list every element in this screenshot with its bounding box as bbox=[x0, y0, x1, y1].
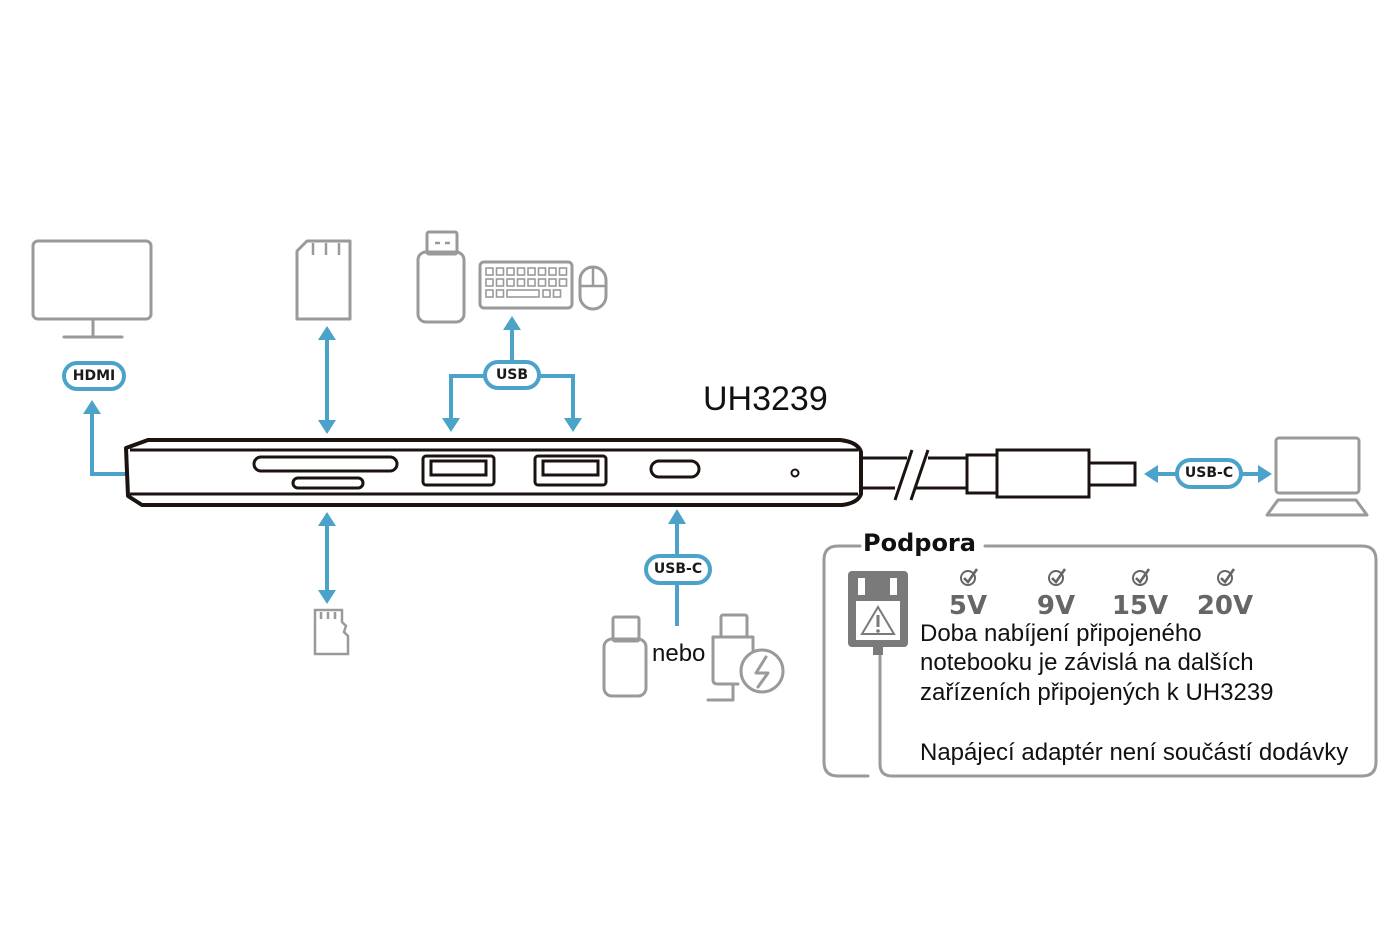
keyboard-key bbox=[527, 267, 536, 276]
voltage-label: 15V bbox=[1112, 591, 1168, 621]
hdmi-badge bbox=[62, 361, 126, 391]
arrow-left-icon bbox=[1144, 465, 1158, 483]
arrow-down-icon bbox=[442, 418, 460, 432]
usb-c-host-badge bbox=[1175, 458, 1243, 489]
lightning-bolt-icon bbox=[754, 655, 770, 689]
support-box: Podpora bbox=[822, 529, 1378, 778]
arrow-up-icon bbox=[318, 512, 336, 526]
warning-icon bbox=[860, 605, 896, 635]
microsd-card-slot bbox=[291, 476, 365, 490]
keyboard-key bbox=[506, 289, 540, 298]
keyboard-key bbox=[516, 278, 526, 287]
adapter-note: Napájecí adaptér není součástí dodávky bbox=[920, 739, 1348, 766]
keyboard-key bbox=[485, 278, 494, 287]
support-note-line-1: Doba nabíjení připojeného bbox=[920, 620, 1202, 647]
keyboard-key bbox=[485, 267, 494, 276]
voltage-label: 20V bbox=[1197, 591, 1253, 621]
sd-card-icon bbox=[295, 239, 352, 321]
support-title: Podpora bbox=[863, 529, 976, 557]
usb-badge bbox=[483, 360, 541, 390]
hdmi-connection: HDMI bbox=[62, 361, 127, 476]
support-note-line-3: zařízeních připojených k UH3239 bbox=[920, 679, 1274, 706]
usb-c-input-connection: USB-C bbox=[644, 509, 712, 626]
monitor-icon bbox=[31, 239, 153, 339]
check-icon bbox=[1132, 568, 1151, 586]
or-label: nebo bbox=[652, 640, 705, 667]
led-indicator bbox=[790, 468, 800, 478]
check-icon bbox=[1048, 568, 1067, 586]
usb-c-host-label: USB-C bbox=[1185, 465, 1233, 481]
voltage-label: 5V bbox=[949, 591, 987, 621]
keyboard-key bbox=[537, 267, 547, 276]
arrow-up-icon bbox=[668, 509, 686, 524]
hdmi-label: HDMI bbox=[73, 368, 115, 384]
check-icon bbox=[1217, 568, 1236, 586]
keyboard-key bbox=[495, 267, 505, 276]
keyboard-key bbox=[527, 278, 536, 287]
power-adapter-icon bbox=[848, 571, 908, 655]
usb-label: USB bbox=[496, 367, 528, 383]
arrow-up-icon bbox=[83, 400, 101, 414]
arrow-up-icon bbox=[318, 326, 336, 340]
usb-a-port-2 bbox=[533, 454, 608, 487]
usb-c-host-connection: USB-C bbox=[1144, 458, 1272, 489]
keyboard-icon bbox=[478, 260, 574, 310]
keyboard-key bbox=[542, 289, 551, 298]
keyboard-key bbox=[485, 289, 494, 298]
voltage-list: 5V 9V 15V 20V bbox=[949, 568, 1253, 621]
usb-c-cable bbox=[861, 448, 1137, 501]
model-label: UH3239 bbox=[703, 380, 828, 418]
keyboard-key bbox=[552, 289, 562, 298]
mouse-icon bbox=[578, 265, 608, 311]
keyboard-key bbox=[506, 267, 515, 276]
usb-c-hub bbox=[124, 438, 863, 507]
sd-connection bbox=[318, 326, 336, 434]
check-icon bbox=[960, 568, 979, 586]
keyboard-key bbox=[516, 267, 526, 276]
usb-c-port bbox=[649, 459, 701, 479]
usb-connection: USB bbox=[442, 316, 582, 432]
bolt-circle bbox=[739, 648, 785, 694]
support-note-line-2: notebooku je závislá na dalších bbox=[920, 649, 1254, 676]
arrow-right-icon bbox=[1258, 465, 1272, 483]
laptop-icon bbox=[1265, 436, 1369, 517]
keyboard-key bbox=[537, 278, 547, 287]
keyboard-key bbox=[506, 278, 515, 287]
usb-flash-drive-icon bbox=[416, 230, 466, 324]
usb-c-charger-icon bbox=[706, 613, 785, 702]
voltage-label: 9V bbox=[1037, 591, 1075, 621]
arrow-down-icon bbox=[318, 590, 336, 604]
arrow-down-icon bbox=[564, 418, 582, 432]
usb-a-port-1 bbox=[421, 454, 496, 487]
keyboard-key bbox=[495, 289, 505, 298]
microsd-card-icon bbox=[313, 608, 350, 656]
keyboard-key bbox=[558, 278, 568, 287]
keyboard-key bbox=[495, 278, 505, 287]
arrow-up-icon bbox=[503, 316, 521, 330]
arrow-down-icon bbox=[318, 420, 336, 434]
keyboard-key bbox=[548, 278, 557, 287]
usb-c-input-label: USB-C bbox=[654, 561, 702, 577]
keyboard-key bbox=[548, 267, 557, 276]
sd-card-slot bbox=[252, 455, 399, 473]
keyboard-key bbox=[558, 267, 568, 276]
microsd-connection bbox=[318, 512, 336, 604]
usb-c-device-icon bbox=[602, 615, 648, 698]
usb-c-input-badge bbox=[644, 554, 712, 585]
